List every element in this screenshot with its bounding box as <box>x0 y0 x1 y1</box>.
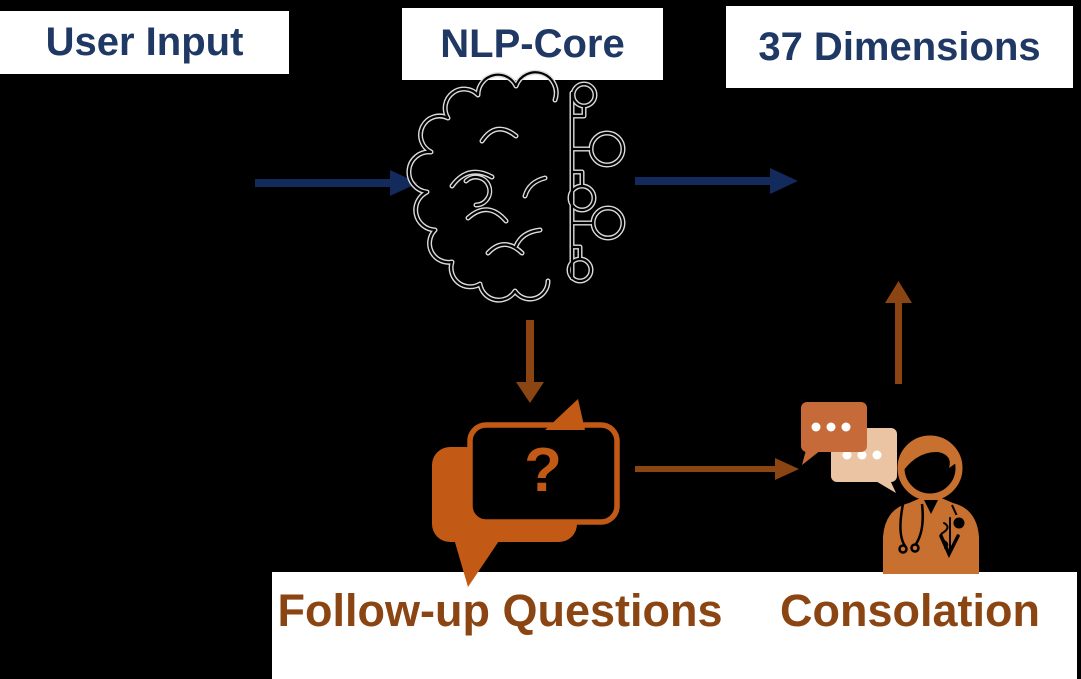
bottom-white-strip <box>272 572 1077 679</box>
question-mark: ? <box>524 436 562 505</box>
nlp-core-label: NLP-Core <box>440 21 625 66</box>
brain-glow-layer <box>406 69 626 303</box>
arrow-questions-to-consolation <box>635 458 799 480</box>
user-input-label: User Input <box>45 20 244 64</box>
dimensions-label: 37 Dimensions <box>758 24 1041 69</box>
arrow-consolation-to-dimensions <box>885 281 912 384</box>
consolation-label: Consolation <box>780 585 1040 636</box>
arrow-nlp-to-questions <box>516 320 544 403</box>
stethoscope-ring <box>950 514 968 532</box>
chat-bubble-dark <box>801 402 867 465</box>
brain-ink-layer <box>407 71 625 302</box>
brain-circuit-icon <box>406 69 626 303</box>
arrow-user-to-nlp <box>255 170 418 196</box>
dimensions-label-box: 37 Dimensions <box>726 6 1073 88</box>
doctor-collar <box>924 500 938 514</box>
doctor-hair <box>897 437 959 477</box>
doctor-torso <box>883 497 979 574</box>
caduceus-symbol <box>939 517 960 559</box>
stethoscope <box>898 503 924 554</box>
stethoscope-cord <box>951 504 958 517</box>
doctor-figure <box>883 435 979 574</box>
user-input-label-box: User Input <box>0 11 289 74</box>
doctor-head <box>897 435 963 501</box>
nlp-core-label-box: NLP-Core <box>402 8 663 80</box>
follow-up-questions-label: Follow-up Questions <box>277 585 723 636</box>
arrow-nlp-to-dimensions <box>635 168 798 194</box>
chat-bubble-light <box>831 428 897 493</box>
front-speech-bubble-tail <box>545 399 585 430</box>
doctor-consultation-icon <box>801 402 979 574</box>
